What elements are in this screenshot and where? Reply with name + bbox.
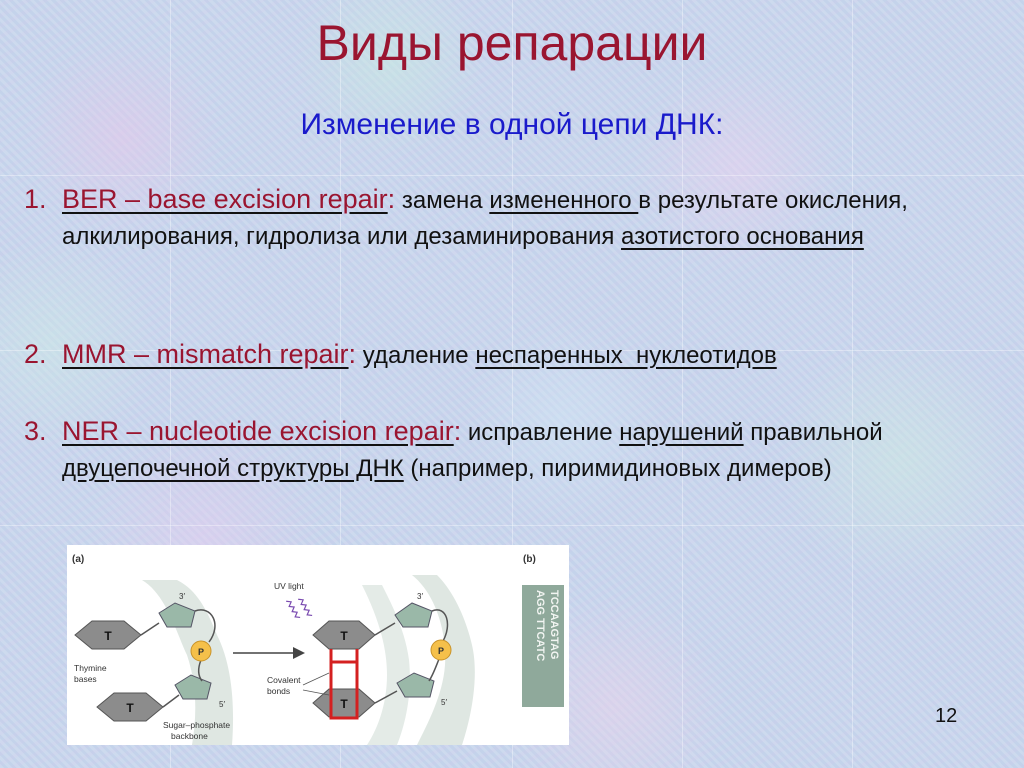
backbone-line xyxy=(428,658,440,682)
background-grid-line xyxy=(170,0,171,768)
item-underlined-text: измененного xyxy=(489,187,639,214)
slide-subtitle: Изменение в одной цепи ДНК: xyxy=(300,108,724,141)
item-underlined-text: неспаренных нуклеотидов xyxy=(475,342,777,369)
item-text: правильной xyxy=(743,419,883,446)
slide-title: Виды репарации xyxy=(316,15,708,71)
dna-sequence-top: AGG TTCATC xyxy=(534,590,546,661)
panel-a-label: (a) xyxy=(72,554,84,565)
uv-wave xyxy=(298,598,313,617)
item-body: MMR – mismatch repair: удаление неспарен… xyxy=(62,336,999,374)
background-grid-line xyxy=(0,350,1024,351)
bond-line xyxy=(374,622,396,636)
item-number: 2. xyxy=(24,339,47,369)
backbone-line xyxy=(431,609,449,642)
label-uv-light: UV light xyxy=(274,581,304,591)
phosphate-letter: P xyxy=(438,646,444,656)
repair-term: MMR – mismatch repair xyxy=(62,339,349,369)
prime-label: 5′ xyxy=(441,698,447,707)
item-text: замена xyxy=(395,187,490,214)
backbone-line xyxy=(198,659,203,682)
background-grid-line xyxy=(852,0,853,768)
item-number: 1. xyxy=(24,184,47,214)
label-pointer xyxy=(302,689,330,696)
covalent-bond-box xyxy=(329,660,359,720)
base-letter: T xyxy=(126,701,134,715)
background-grid-line xyxy=(340,0,341,768)
base-letter: T xyxy=(340,629,348,643)
bond-line xyxy=(374,690,398,704)
prime-label: 3′ xyxy=(417,592,423,601)
thymine-dimer-diagram: (a) (b) T T 3′ 5′ P Thymine bases Sugar–… xyxy=(72,554,564,745)
phosphate-circle xyxy=(430,639,452,661)
list-item-ner: 3. NER – nucleotide excision repair: исп… xyxy=(24,413,999,487)
item-body: NER – nucleotide excision repair: исправ… xyxy=(62,413,999,487)
repair-term: NER – nucleotide excision repair xyxy=(62,416,454,446)
list-item-ber: 1. BER – base excision repair: замена из… xyxy=(24,181,999,255)
background-grid-line xyxy=(0,175,1024,176)
backbone-line xyxy=(194,609,216,643)
phosphate-letter: P xyxy=(198,647,204,657)
panel-b-label: (b) xyxy=(523,554,536,565)
term-colon: : xyxy=(348,339,357,369)
item-text: удаление xyxy=(356,342,476,369)
backbone-band xyxy=(142,580,234,745)
page-number: 12 xyxy=(935,705,958,727)
dna-sequence-strip xyxy=(522,585,564,707)
label-bases: bases xyxy=(74,674,97,684)
label-thymine: Thymine xyxy=(74,663,107,673)
item-body: BER – base excision repair: замена измен… xyxy=(62,181,999,255)
item-underlined-text: азотистого основания xyxy=(621,223,864,250)
bond-line xyxy=(162,694,180,708)
item-text: (например, пиримидиновых димеров) xyxy=(403,455,832,482)
uv-wave xyxy=(286,600,301,619)
term-colon: : xyxy=(387,184,396,214)
label-covalent: Covalent xyxy=(267,675,301,685)
repair-term: BER – base excision repair xyxy=(62,184,388,214)
background-grid-line xyxy=(512,0,513,768)
base-letter: T xyxy=(104,629,112,643)
label-bonds: bonds xyxy=(267,686,290,696)
bond-line xyxy=(140,622,160,636)
term-colon: : xyxy=(453,416,462,446)
base-letter: T xyxy=(340,697,348,711)
thymine-dimer-figure: (a) (b) T T 3′ 5′ P Thymine bases Sugar–… xyxy=(67,545,569,745)
item-text: в результате окисления, алкилирования, г… xyxy=(62,187,908,250)
list-item-mmr: 2. MMR – mismatch repair: удаление неспа… xyxy=(24,336,999,374)
prime-label: 5′ xyxy=(219,700,225,709)
item-number: 3. xyxy=(24,416,47,446)
label-backbone: backbone xyxy=(171,731,208,741)
sugar-pentagon xyxy=(396,672,435,698)
dna-sequence-bottom: TCCAAGTAG xyxy=(548,590,560,659)
backbone-band xyxy=(362,585,410,745)
backbone-band xyxy=(412,575,475,745)
item-underlined-text: нарушений xyxy=(619,419,744,446)
label-sugar-phosphate: Sugar–phosphate xyxy=(163,720,230,730)
background-grid-line xyxy=(0,525,1024,526)
phosphate-circle xyxy=(190,640,212,662)
background-grid-line xyxy=(682,0,683,768)
item-underlined-text: двуцепочечной структуры ДНК xyxy=(62,455,404,482)
sugar-pentagon xyxy=(158,602,196,628)
item-text: исправление xyxy=(461,419,620,446)
sugar-pentagon xyxy=(394,602,433,628)
label-pointer xyxy=(302,672,330,686)
prime-label: 3′ xyxy=(179,592,185,601)
